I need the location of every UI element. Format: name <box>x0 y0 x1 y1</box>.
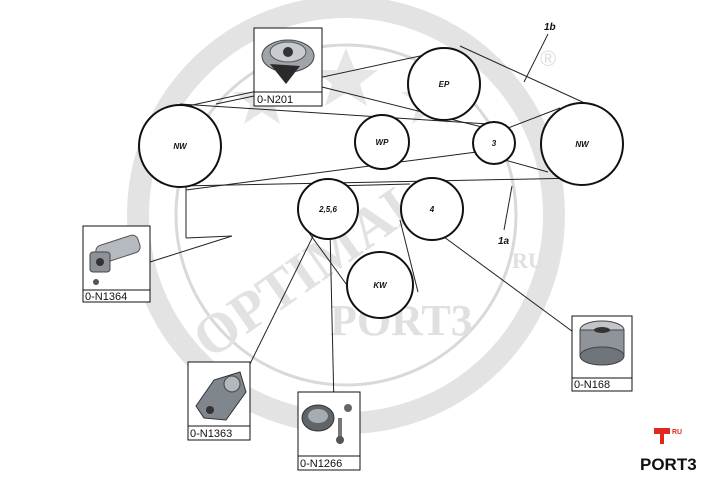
belt-label-1b: 1b <box>544 22 556 33</box>
part-0-n1363[interactable]: 0-N1363 <box>187 361 251 441</box>
part-label-0-n1363: 0-N1363 <box>190 428 232 440</box>
pulley-nw-right: NW <box>540 102 624 186</box>
part-0-n1364[interactable]: 0-N1364 <box>82 225 151 303</box>
pulley-2-5-6: 2,5,6 <box>297 178 359 240</box>
part-label-0-n201: 0-N201 <box>257 94 293 106</box>
pulley-label-4: 4 <box>429 205 435 214</box>
registered-mark: ® <box>540 46 556 71</box>
pulley-label-ep: EP <box>439 80 450 89</box>
pulley-label-kw: KW <box>373 281 388 290</box>
idler-roller-icon <box>579 320 625 366</box>
hydraulic-damper-icon <box>89 234 141 285</box>
pulley-3: 3 <box>472 121 516 165</box>
idler-pulley-kit-icon <box>301 404 352 444</box>
pulley-label-wp: WP <box>376 138 390 147</box>
pulley-label-2-5-6: 2,5,6 <box>318 205 337 214</box>
pulley-ep: EP <box>407 47 481 121</box>
part-label-0-n1266: 0-N1266 <box>300 458 342 470</box>
part-0-n201[interactable]: 0-N201 <box>253 27 323 107</box>
part-label-0-n168: 0-N168 <box>574 379 610 391</box>
port3-logo: RU PORT3 <box>640 428 697 474</box>
belt-label-1a: 1a <box>498 236 510 247</box>
pulley-kw: KW <box>346 251 414 319</box>
pulley-nw-left: NW <box>138 104 222 188</box>
watermark-site-suffix: RU <box>512 248 544 273</box>
pulleys: NW EP WP 3 NW 2,5,6 4 KW <box>138 47 624 319</box>
pulley-label-nw-right: NW <box>575 140 590 149</box>
part-label-0-n1364: 0-N1364 <box>85 291 127 303</box>
tensioner-pulley-icon <box>261 39 315 84</box>
tensioner-arm-icon <box>195 371 247 421</box>
part-0-n1266[interactable]: 0-N1266 <box>297 391 361 471</box>
brand-suffix: RU <box>672 429 682 436</box>
pulley-wp: WP <box>354 114 410 170</box>
part-0-n168[interactable]: 0-N168 <box>571 315 633 392</box>
pulley-4: 4 <box>400 177 464 241</box>
brand-text: PORT3 <box>640 455 697 474</box>
pulley-label-nw-left: NW <box>173 142 188 151</box>
pulley-label-3: 3 <box>492 139 497 148</box>
